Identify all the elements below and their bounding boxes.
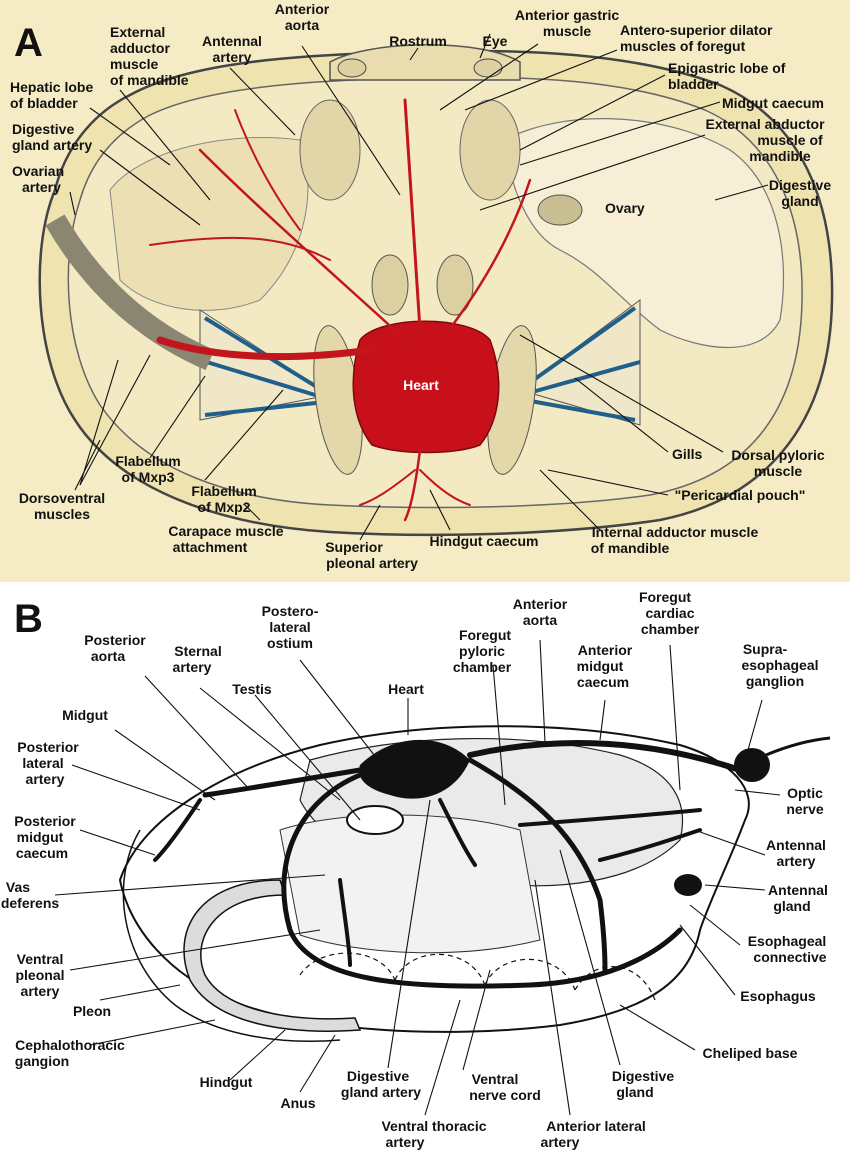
label-pleon: Pleon <box>73 1003 111 1019</box>
label-ovary: Ovary <box>605 200 645 216</box>
panel-a-leaders <box>69 33 769 541</box>
label-hindgut-caecum: Hindgut caecum <box>430 533 539 549</box>
label-midgut-caecum: Midgut caecum <box>722 95 824 111</box>
label-anus: Anus <box>281 1095 316 1111</box>
supra-esophageal-ganglion-shape <box>734 748 770 782</box>
label-eye: Eye <box>483 33 508 49</box>
panel-b-leaders <box>54 639 781 1116</box>
panel-a: A <box>0 0 850 582</box>
label-hindgut: Hindgut <box>200 1074 253 1090</box>
label-rostrum: Rostrum <box>389 33 447 49</box>
label-midgut: Midgut <box>62 707 108 723</box>
antennal-gland-shape <box>674 874 702 896</box>
arteries <box>149 98 532 522</box>
label-esophagus: Esophagus <box>740 988 816 1004</box>
panel-a-letter: A <box>14 21 43 65</box>
label-gills: Gills <box>672 446 703 462</box>
vascular-network <box>153 739 743 989</box>
label-heart-b: Heart <box>388 681 424 697</box>
label-cheliped-base: Cheliped base <box>703 1045 798 1061</box>
label-testis: Testis <box>232 681 272 697</box>
crustacean-side-view-illustration <box>118 725 831 1042</box>
left-gills <box>199 309 332 421</box>
right-gills <box>518 299 641 426</box>
panel-b: B <box>0 582 850 1154</box>
label-heart-a: Heart <box>403 377 439 393</box>
label-pericardial-pouch: "Pericardial pouch" <box>675 487 806 503</box>
heart-shape <box>352 320 500 454</box>
carapace-illustration <box>38 44 834 537</box>
panel-b-letter: B <box>14 597 43 641</box>
